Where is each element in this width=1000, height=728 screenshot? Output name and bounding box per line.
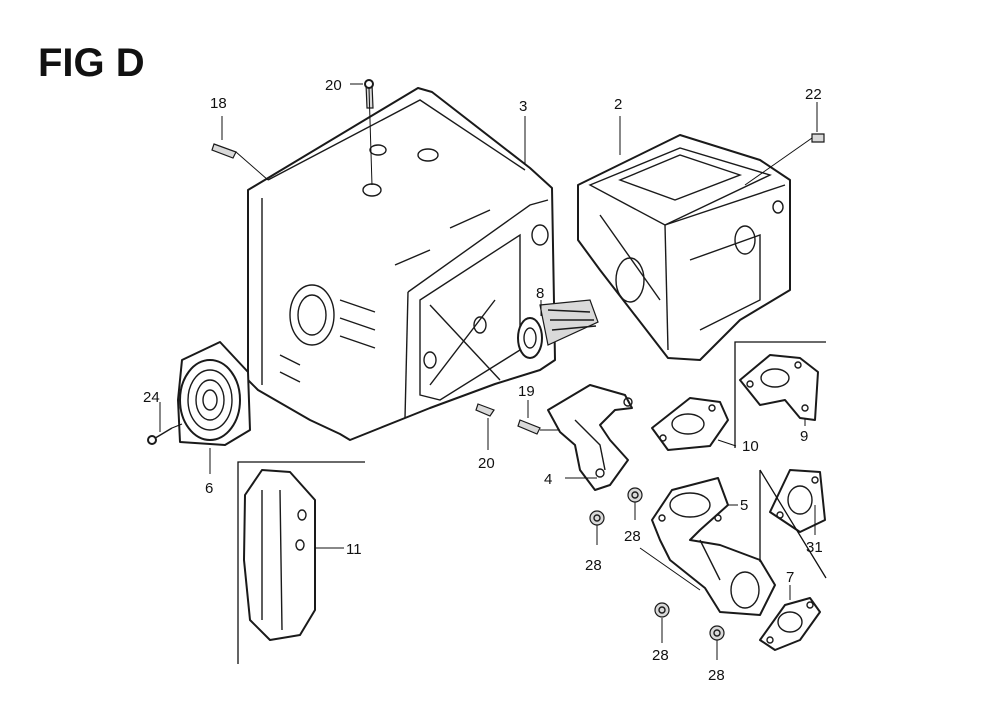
- callout-18: 18: [210, 95, 227, 112]
- callout-5: 5: [740, 497, 748, 514]
- group-frame-lines: [237, 341, 827, 664]
- part-10-flange: [651, 397, 729, 451]
- part-8-screen: [517, 299, 599, 359]
- callout-20-top: 20: [325, 77, 342, 94]
- part-6-dome: [177, 341, 251, 446]
- part-5-exhaust-pipe: [651, 477, 776, 616]
- callout-22: 22: [805, 86, 822, 103]
- callout-9: 9: [800, 428, 808, 445]
- part-11-heat-shield: [243, 469, 316, 641]
- callout-4: 4: [544, 471, 552, 488]
- part-2-muffler-box: [577, 134, 791, 361]
- callout-6: 6: [205, 480, 213, 497]
- part-3-shroud: [247, 87, 556, 441]
- part-28-nut-a: [627, 487, 643, 503]
- part-28-nut-c: [654, 602, 670, 618]
- callout-28-b: 28: [624, 528, 641, 545]
- callout-24: 24: [143, 389, 160, 406]
- callout-3: 3: [519, 98, 527, 115]
- callout-28-c: 28: [652, 647, 669, 664]
- part-28-nut-d: [709, 625, 725, 641]
- part-9-gasket: [739, 354, 819, 421]
- part-24-bolt: [147, 427, 173, 445]
- callout-31: 31: [806, 539, 823, 556]
- callout-7: 7: [786, 569, 794, 586]
- callout-28-d: 28: [708, 667, 725, 684]
- callouts: 18 20 3 2 22 8 24 6 19 20 9 10 4 5 11 28…: [143, 77, 823, 684]
- callout-28-a: 28: [585, 557, 602, 574]
- callout-11: 11: [346, 541, 362, 558]
- figure-title: FIG D: [38, 41, 145, 85]
- callout-2: 2: [614, 96, 622, 113]
- callout-20-bottom: 20: [478, 455, 495, 472]
- part-18-bolt: [211, 143, 237, 159]
- part-4-bracket: [547, 384, 633, 491]
- part-31-gasket: [769, 469, 826, 533]
- part-28-nut-b: [589, 510, 605, 526]
- callout-10: 10: [742, 438, 759, 455]
- callout-19: 19: [518, 383, 535, 400]
- callout-8: 8: [536, 285, 544, 302]
- part-22-bolt: [811, 133, 825, 143]
- part-7-gasket: [759, 597, 821, 651]
- part-19-bolt: [517, 419, 541, 435]
- leader-lines: [159, 83, 818, 660]
- part-20-bolt-bottom: [475, 403, 495, 417]
